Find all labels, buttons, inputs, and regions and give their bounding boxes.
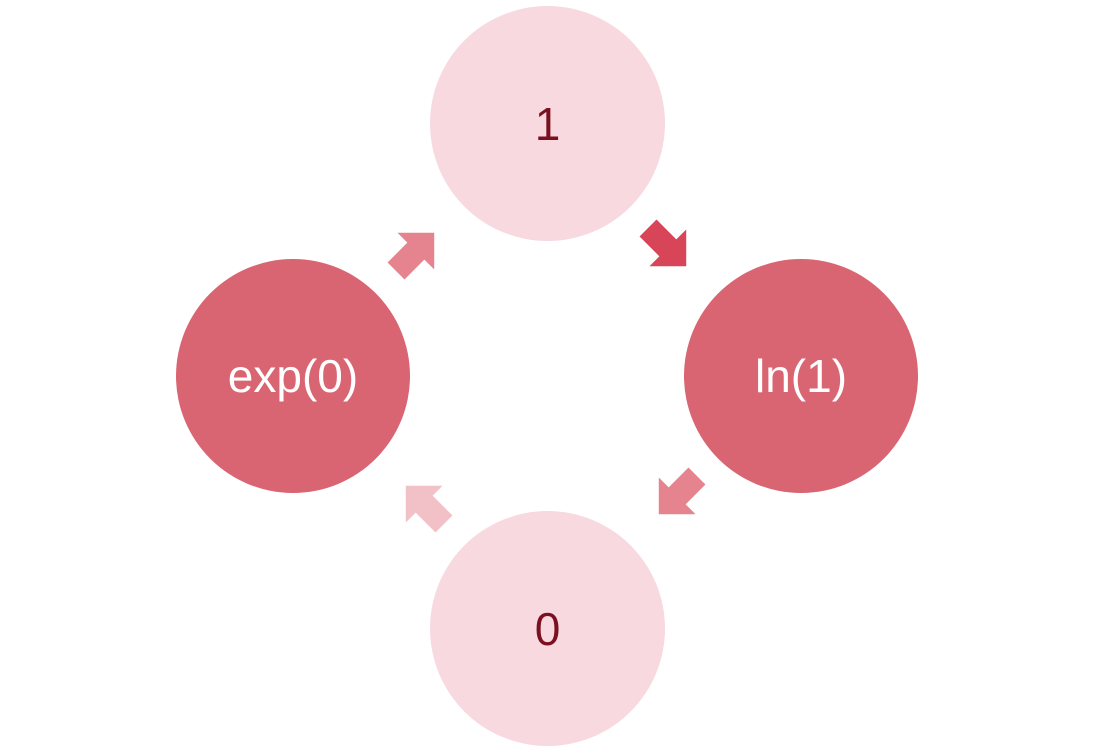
node-one-label: 1	[534, 97, 561, 150]
node-zero-label: 0	[534, 602, 561, 655]
arrow-left-to-top	[387, 232, 435, 280]
node-ln-one: ln(1)	[684, 259, 918, 493]
node-exp-zero: exp(0)	[176, 259, 410, 493]
node-ln-one-label: ln(1)	[754, 350, 848, 402]
node-one: 1	[430, 6, 665, 241]
arrow-bottom-to-left	[405, 485, 453, 533]
node-zero: 0	[430, 511, 665, 746]
node-exp-zero-label: exp(0)	[227, 350, 359, 402]
arrow-right-to-bottom	[658, 467, 706, 515]
arrow-top-to-right	[639, 219, 687, 267]
